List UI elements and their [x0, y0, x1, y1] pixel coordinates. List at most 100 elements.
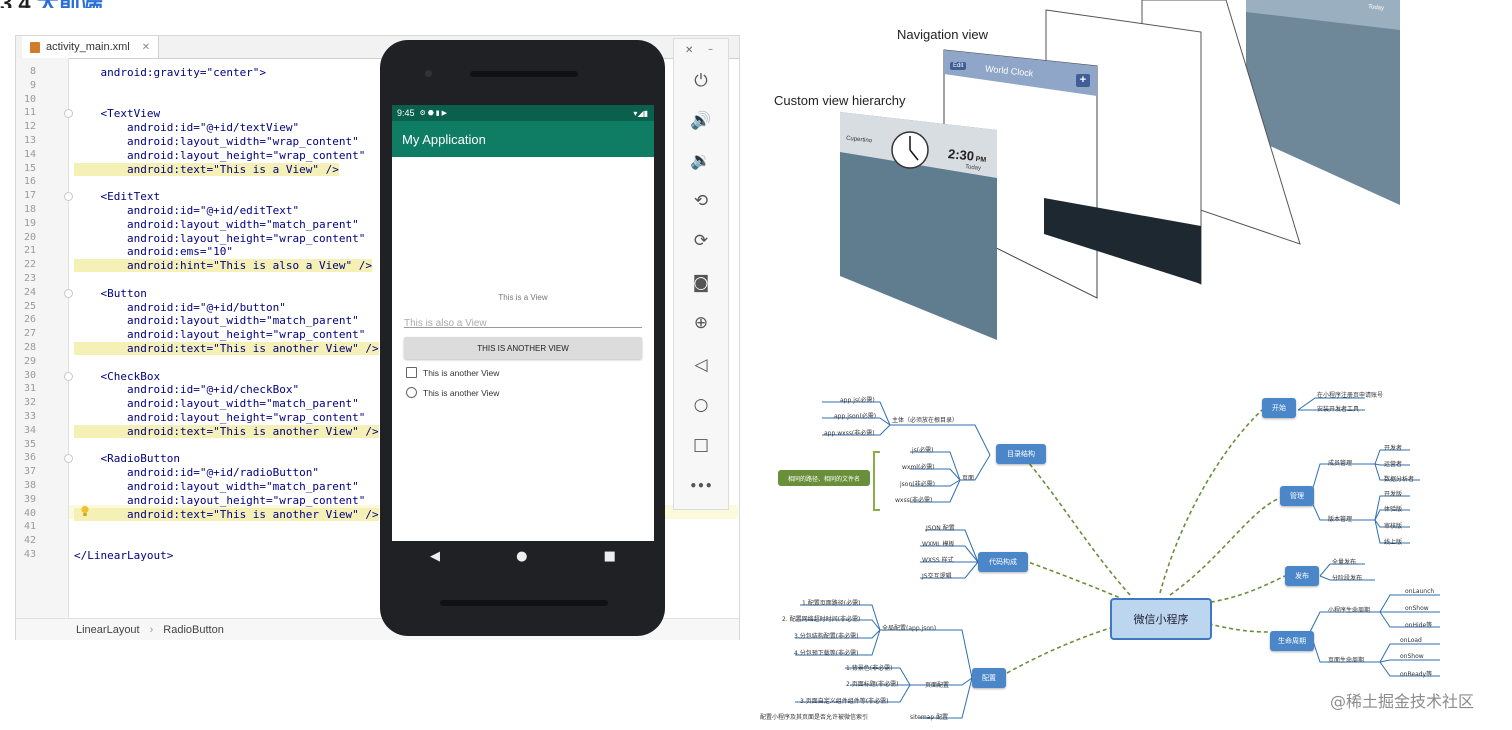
breadcrumb-item-radiobutton[interactable]: RadioButton — [163, 623, 224, 636]
code-line[interactable]: android:layout_width="match_parent" — [74, 314, 359, 328]
code-line[interactable]: android:ems="10" — [74, 245, 233, 259]
status-right-icons: ▾◢▮ — [633, 108, 648, 118]
node-config: 配置 — [972, 668, 1006, 688]
manage-version: 线上版 — [1384, 539, 1403, 546]
code-item: WXSS 样式 — [922, 557, 954, 564]
power-icon[interactable]: ⏻ — [694, 71, 708, 91]
mindmap-connectors — [795, 397, 1440, 719]
back-icon[interactable]: ◁ — [694, 355, 708, 375]
code-line[interactable]: android:id="@+id/button" — [74, 300, 286, 314]
code-line[interactable]: android:text="This is another View" /> — [74, 342, 379, 355]
lightbulb-icon[interactable] — [80, 502, 90, 516]
edittext[interactable]: This is also a View — [404, 311, 642, 329]
status-time: 9:45 — [397, 108, 415, 118]
checkbox[interactable]: This is another View — [406, 367, 499, 378]
lifecycle-page: onShow — [1400, 653, 1424, 660]
node-lifecycle: 生命周期 — [1270, 631, 1314, 651]
more-icon[interactable]: ••• — [689, 479, 713, 493]
fold-marker-icon[interactable] — [64, 454, 73, 464]
start-item: 在小程序注册页申请账号 — [1317, 392, 1384, 399]
volume-down-icon[interactable]: 🔉 — [690, 151, 712, 171]
lifecycle-app: onHide等 — [1405, 622, 1433, 629]
line-number: 23 — [23, 273, 36, 284]
home-icon[interactable]: ○ — [693, 395, 709, 415]
radio-button[interactable]: This is another View — [406, 387, 499, 398]
overview-icon[interactable]: □ — [692, 435, 710, 455]
code-line[interactable]: android:text="This is a View" /> — [74, 162, 339, 176]
fold-marker-icon[interactable] — [64, 109, 73, 119]
radio-circle[interactable] — [406, 387, 417, 398]
line-number: 17 — [23, 190, 36, 202]
code-line[interactable]: android:layout_width="match_parent" — [74, 480, 359, 493]
code-line[interactable]: android:layout_width="match_parent" — [74, 217, 359, 231]
phone-camera — [425, 70, 432, 77]
nav-back-icon[interactable]: ◀ — [430, 548, 441, 564]
line-number: 31 — [23, 383, 36, 395]
nav-edit-button: Edit — [950, 62, 967, 70]
minimize-icon[interactable]: – — [708, 44, 713, 55]
code-line[interactable]: android:id="@+id/textView" — [74, 121, 300, 135]
line-number: 24 — [23, 286, 36, 298]
code-line[interactable]: android:text="This is another View" /> — [74, 424, 379, 438]
button-another-view[interactable]: THIS IS ANOTHER VIEW — [404, 337, 642, 359]
rotate-right-icon[interactable]: ⟳ — [693, 231, 709, 251]
zoom-icon[interactable]: ⊕ — [693, 313, 709, 333]
code-line[interactable]: android:id="@+id/checkBox" — [74, 383, 300, 397]
checkbox-box[interactable] — [406, 367, 417, 378]
code-line[interactable]: android:id="@+id/radioButton" — [74, 466, 320, 480]
config-global: 全局配置(app.json) — [882, 625, 937, 632]
app-bar: My Application — [392, 121, 654, 157]
code-line[interactable]: <TextView — [74, 107, 161, 121]
node-dir-structure: 目录结构 — [996, 444, 1046, 464]
line-number: 39 — [23, 493, 36, 505]
code-line[interactable]: android:gravity="center"> — [74, 66, 267, 79]
tab-activity-main[interactable]: activity_main.xml ✕ — [22, 36, 160, 58]
code-line[interactable]: android:hint="This is also a View" /> — [74, 259, 373, 273]
code-line[interactable]: android:layout_width="match_parent" — [74, 397, 359, 411]
config-sitemap-item: 配置小程序及其页面是否允许被微信索引 — [760, 714, 869, 721]
code-line[interactable]: <RadioButton — [74, 452, 180, 466]
code-line[interactable]: <Button — [74, 286, 147, 300]
code-line[interactable]: <CheckBox — [74, 369, 161, 383]
code-line[interactable]: android:text="This is another View" /> — [74, 507, 379, 521]
breadcrumb-item-linearlayout[interactable]: LinearLayout — [76, 623, 140, 636]
line-number: 27 — [23, 328, 36, 340]
manage-version: 体验版 — [1384, 506, 1403, 513]
line-number: 21 — [23, 245, 36, 257]
close-tab-icon[interactable]: ✕ — [141, 41, 151, 53]
nav-recents-icon[interactable]: ■ — [603, 548, 616, 564]
dir-main-item: app.wxss(非必需) — [824, 430, 875, 437]
code-line[interactable]: android:layout_width="wrap_content" — [74, 135, 359, 148]
fold-marker-icon[interactable] — [64, 371, 73, 381]
manage-version: 审核版 — [1384, 523, 1403, 530]
code-line[interactable]: android:layout_height="wrap_content" — [74, 411, 366, 424]
fold-marker-icon[interactable] — [64, 192, 73, 202]
code-line[interactable]: <EditText — [74, 190, 161, 204]
rotate-left-icon[interactable]: ⟲ — [693, 191, 709, 211]
code-line[interactable]: android:layout_height="wrap_content" — [74, 231, 366, 245]
line-number: 37 — [23, 466, 36, 478]
dir-page-item: wxss(非必需) — [895, 497, 933, 504]
line-number: 9 — [29, 79, 36, 91]
manage-group: 版本管理 — [1328, 516, 1353, 523]
close-icon[interactable]: ✕ — [685, 45, 694, 56]
code-line[interactable]: android:id="@+id/editText" — [74, 204, 300, 217]
line-number: 15 — [23, 162, 36, 174]
manage-version: 开发版 — [1384, 491, 1403, 498]
slide-title-prefix: 3 4 — [0, 0, 37, 8]
line-number: 25 — [23, 300, 36, 312]
slide-title-highlight: 大前端 — [37, 0, 103, 8]
line-number: 43 — [23, 549, 36, 560]
dir-page-item: json(非必需) — [900, 481, 935, 488]
code-line[interactable]: </LinearLayout> — [74, 549, 174, 562]
nav-home-icon[interactable]: ● — [516, 548, 528, 564]
fold-marker-icon[interactable] — [64, 288, 73, 298]
code-line[interactable]: android:layout_height="wrap_content" — [74, 148, 366, 162]
volume-up-icon[interactable]: 🔊 — [690, 111, 712, 131]
line-number: 38 — [23, 480, 36, 491]
camera-icon[interactable]: ◙ — [692, 273, 710, 293]
line-number: 8 — [29, 66, 36, 77]
code-line[interactable]: android:layout_height="wrap_content" — [74, 493, 366, 507]
code-line[interactable]: android:layout_height="wrap_content" — [74, 328, 366, 342]
